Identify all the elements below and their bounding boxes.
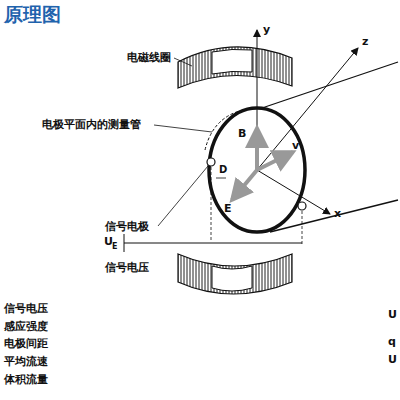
coil-label: 电磁线圈	[127, 52, 171, 64]
legend-text: 体积流量	[4, 374, 48, 386]
voltage-symbol: U	[104, 236, 113, 248]
axis-label: x	[334, 208, 341, 220]
vector-label: E	[224, 203, 232, 215]
legend-text: 感应强度	[4, 321, 48, 333]
symbol-text: U	[388, 309, 397, 321]
axis-label: y	[263, 24, 270, 36]
electrode-label: 信号电极	[105, 221, 149, 233]
voltage-label: 信号电压	[105, 262, 149, 274]
symbol-text: q	[388, 336, 396, 348]
legend-text: 平均流速	[4, 356, 48, 368]
dimension-label: D	[219, 164, 227, 175]
subscript: E	[112, 243, 117, 252]
vector-label: v	[292, 140, 299, 152]
title: 原理图	[4, 2, 61, 28]
axis-label: z	[362, 36, 368, 48]
tube-label: 电极平面内的测量管	[42, 119, 141, 131]
legend-text: 信号电压	[4, 303, 48, 315]
vector-label: B	[238, 128, 246, 140]
symbol-text: U	[388, 354, 397, 366]
legend-text: 电极间距	[4, 338, 48, 350]
